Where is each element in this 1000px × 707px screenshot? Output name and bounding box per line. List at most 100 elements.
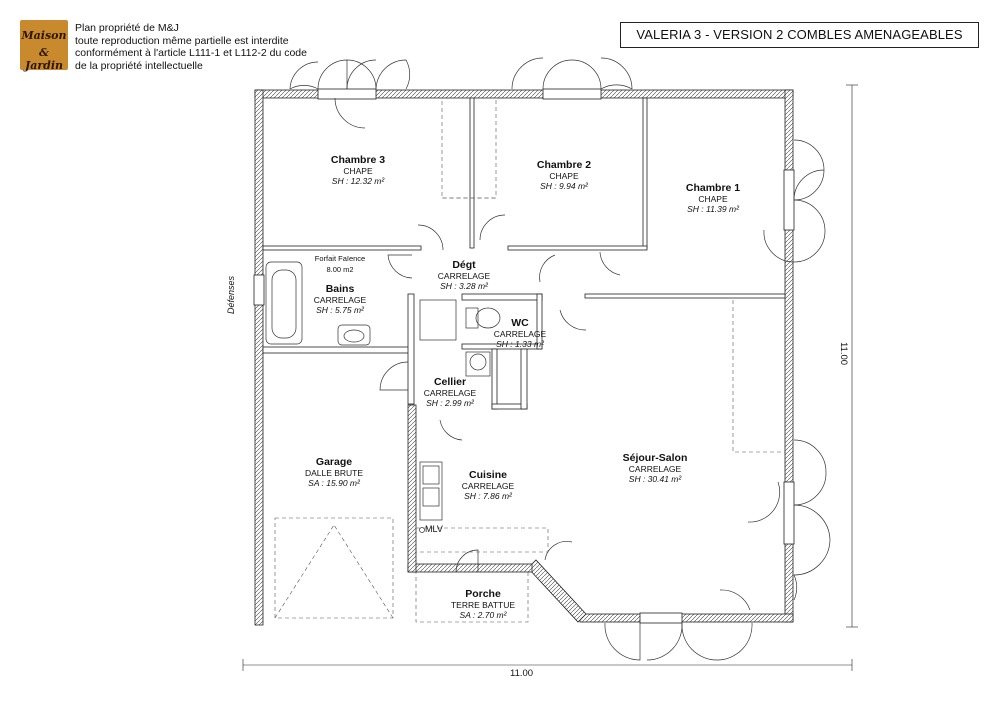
mlv-label: MLV — [425, 524, 443, 534]
toilet-icon — [475, 307, 501, 329]
copyright-line: conformément à l'article L111-1 et L112-… — [75, 47, 307, 59]
room-area: SH : 11.39 m² — [687, 204, 739, 214]
exterior-walls — [254, 89, 794, 626]
height-dimension-label: 11.00 — [838, 341, 850, 366]
room-floor: CARRELAGE — [423, 388, 477, 398]
room-name: Séjour-Salon — [622, 452, 688, 464]
sink-icon — [337, 324, 371, 346]
room-name: Dégt — [452, 259, 476, 271]
porch-outline — [415, 571, 529, 623]
cellier-cabinet-icon — [419, 299, 457, 341]
brand-logo: Maison & Jardin — [20, 20, 68, 72]
wall-wc-east — [536, 293, 543, 350]
wall-bains-garage — [262, 346, 414, 354]
wall-cellier-west — [407, 293, 415, 405]
kitchen-sink-icon — [419, 461, 443, 521]
tile-note-line: Forfait Faïence — [314, 254, 366, 263]
wall-ch2-ch1 — [642, 97, 648, 249]
wall-wc-top — [461, 293, 543, 301]
dimension-lines — [242, 84, 858, 671]
copyright-line: Plan propriété de M&J — [75, 22, 179, 34]
wall-ch1-sejour — [584, 293, 786, 299]
room-area: SH : 7.86 m² — [464, 491, 512, 501]
copyright-line: toute reproduction même partielle est in… — [75, 34, 289, 47]
room-area: SA : 2.70 m² — [459, 610, 507, 620]
storage-outline — [732, 297, 786, 453]
bathtub-icon — [265, 261, 303, 345]
tile-note-line: 8.00 m2 — [326, 265, 354, 274]
window-swings — [289, 57, 831, 661]
room-floor: DALLE BRUTE — [304, 468, 364, 478]
room-chambre2: Chambre 2 CHAPE SH : 9.94 m² — [537, 159, 591, 191]
copyright-line: de la propriété intellectuelle — [75, 59, 203, 72]
copyright-notice: Plan propriété de M&J toute reproduction… — [75, 22, 307, 72]
room-floor: CHAPE — [549, 171, 579, 181]
bath-fixtures — [265, 261, 501, 533]
room-floor: CHAPE — [343, 166, 373, 176]
room-degt: Dégt CARRELAGE SH : 3.28 m² — [438, 259, 490, 291]
room-cellier: Cellier CARRELAGE SH : 2.99 m² — [424, 376, 476, 408]
logo-line-1: Maison — [21, 29, 67, 42]
room-name: Chambre 1 — [685, 182, 741, 194]
exterior-openings — [253, 88, 795, 624]
wall-ch2-degt — [507, 245, 648, 251]
wall-south-sejour — [579, 613, 794, 623]
dashed-outlines — [274, 97, 786, 623]
room-sejour: Séjour-Salon CARRELAGE SH : 30.41 m² — [623, 452, 688, 484]
room-area: SH : 3.28 m² — [440, 281, 488, 291]
wall-porch-top — [407, 563, 533, 573]
wall-ch3-bains — [262, 245, 422, 251]
room-floor: CARRELAGE — [461, 481, 515, 491]
logo-line-2: & Jardin — [25, 46, 63, 72]
room-name: Chambre 2 — [536, 159, 592, 171]
room-area: SH : 1.33 m² — [496, 339, 544, 349]
wall-porch-diagonal — [527, 559, 587, 623]
room-bains: Bains CARRELAGE SH : 5.75 m² — [314, 283, 366, 315]
room-porche: Porche TERRE BATTUE SA : 2.70 m² — [451, 588, 515, 620]
plan-title: VALERIA 3 - VERSION 2 COMBLES AMENAGEABL… — [620, 22, 979, 48]
room-name: Cellier — [433, 376, 467, 388]
room-floor: CARRELAGE — [628, 464, 682, 474]
room-area: SH : 30.41 m² — [628, 474, 682, 484]
room-chambre3: Chambre 3 CHAPE SH : 12.32 m² — [331, 154, 385, 186]
room-garage: Garage DALLE BRUTE SA : 15.90 m² — [305, 456, 363, 488]
wall-sejour-inner — [520, 348, 528, 410]
room-floor: CHAPE — [698, 194, 728, 204]
mlv-marker — [419, 527, 425, 533]
stair-opening — [441, 97, 497, 199]
counter-outline — [415, 527, 549, 553]
wall-kitchen-west — [407, 404, 417, 573]
room-chambre1: Chambre 1 CHAPE SH : 11.39 m² — [686, 182, 740, 214]
wall-ch3-ch2 — [469, 97, 475, 249]
window-chambre3 — [317, 88, 377, 100]
defenses-label: Défenses — [226, 275, 237, 315]
car-outline — [274, 517, 394, 619]
room-cuisine: Cuisine CARRELAGE SH : 7.86 m² — [462, 469, 514, 501]
room-name: Garage — [315, 456, 353, 468]
window-chambre2 — [542, 88, 602, 100]
interior-door-swings — [334, 97, 781, 611]
room-area: SA : 15.90 m² — [308, 478, 360, 488]
room-floor: CARRELAGE — [437, 271, 491, 281]
room-floor: CARRELAGE — [493, 329, 547, 339]
room-name: Chambre 3 — [330, 154, 386, 166]
bains-tile-note: Forfait Faïence 8.00 m2 — [315, 254, 365, 274]
room-floor: CARRELAGE — [313, 295, 367, 305]
room-name: Porche — [465, 588, 501, 600]
room-area: SH : 2.99 m² — [426, 398, 474, 408]
room-name: Cuisine — [469, 469, 507, 481]
door-sejour-south — [639, 612, 683, 624]
window-sejour — [783, 481, 795, 545]
room-floor: TERRE BATTUE — [450, 600, 516, 610]
room-name: WC — [511, 317, 529, 329]
room-area: SH : 5.75 m² — [316, 305, 364, 315]
room-area: SH : 9.94 m² — [540, 181, 588, 191]
room-name: Bains — [325, 283, 355, 295]
interior-walls — [262, 97, 786, 410]
window-bains — [253, 274, 265, 306]
wall-cellier-east — [491, 348, 498, 410]
width-dimension-label: 11.00 — [510, 668, 534, 679]
window-chambre1 — [783, 169, 795, 231]
room-wc: WC CARRELAGE SH : 1.33 m² — [494, 317, 546, 349]
